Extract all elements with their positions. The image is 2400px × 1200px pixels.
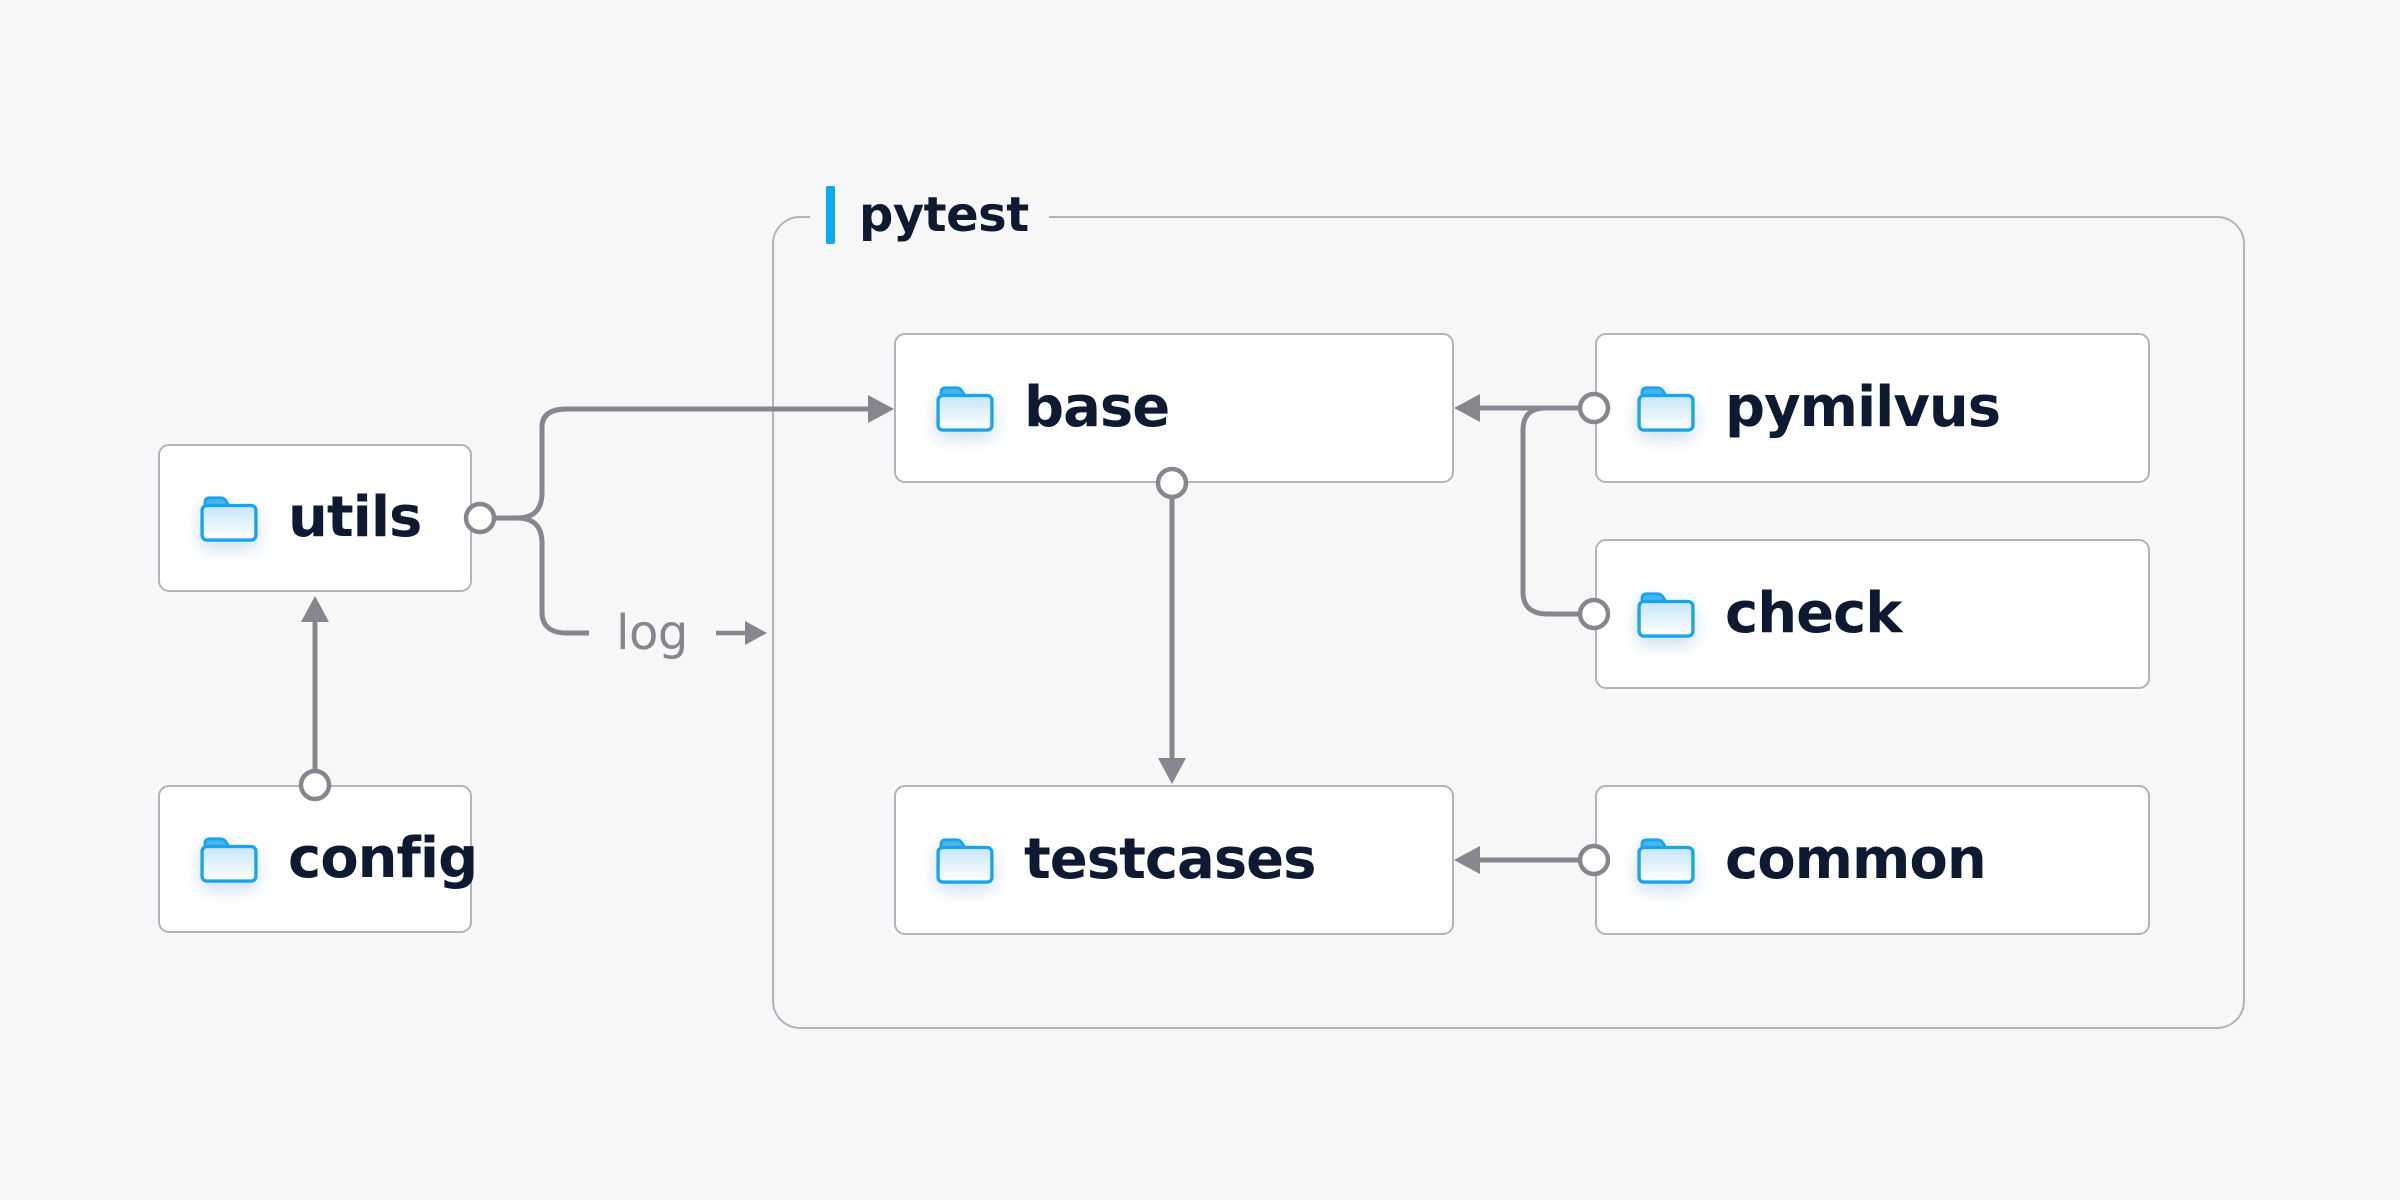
- folder-icon: [1637, 838, 1695, 884]
- node-label-base: base: [1024, 375, 1170, 440]
- folder-icon: [936, 838, 994, 884]
- arrowhead-into-utils-bottom: [301, 596, 329, 622]
- folder-icon: [200, 496, 258, 542]
- node-label-pymilvus: pymilvus: [1725, 375, 2001, 440]
- node-pymilvus: pymilvus: [1595, 333, 2150, 483]
- folder-icon: [936, 386, 994, 432]
- folder-icon: [1637, 592, 1695, 638]
- accent-bar: [826, 186, 835, 244]
- node-check: check: [1595, 539, 2150, 689]
- edge-utils-to-log: [496, 515, 589, 636]
- folder-icon: [200, 837, 258, 883]
- node-utils: utils: [158, 444, 472, 592]
- folder-icon: [1637, 386, 1695, 432]
- node-testcases: testcases: [894, 785, 1454, 935]
- pytest-group-label: pytest: [810, 184, 1049, 246]
- group-title: pytest: [859, 187, 1029, 243]
- node-label-utils: utils: [288, 485, 422, 550]
- edge-label-log: log: [616, 605, 688, 661]
- node-config: config: [158, 785, 478, 933]
- node-label-config: config: [288, 826, 478, 891]
- node-label-check: check: [1725, 581, 1902, 646]
- node-base: base: [894, 333, 1454, 483]
- pytest-group-container: [772, 216, 2245, 1029]
- node-common: common: [1595, 785, 2150, 935]
- node-label-common: common: [1725, 827, 1987, 892]
- arrowhead-into-pytest-border: [745, 621, 767, 645]
- node-label-testcases: testcases: [1024, 827, 1316, 892]
